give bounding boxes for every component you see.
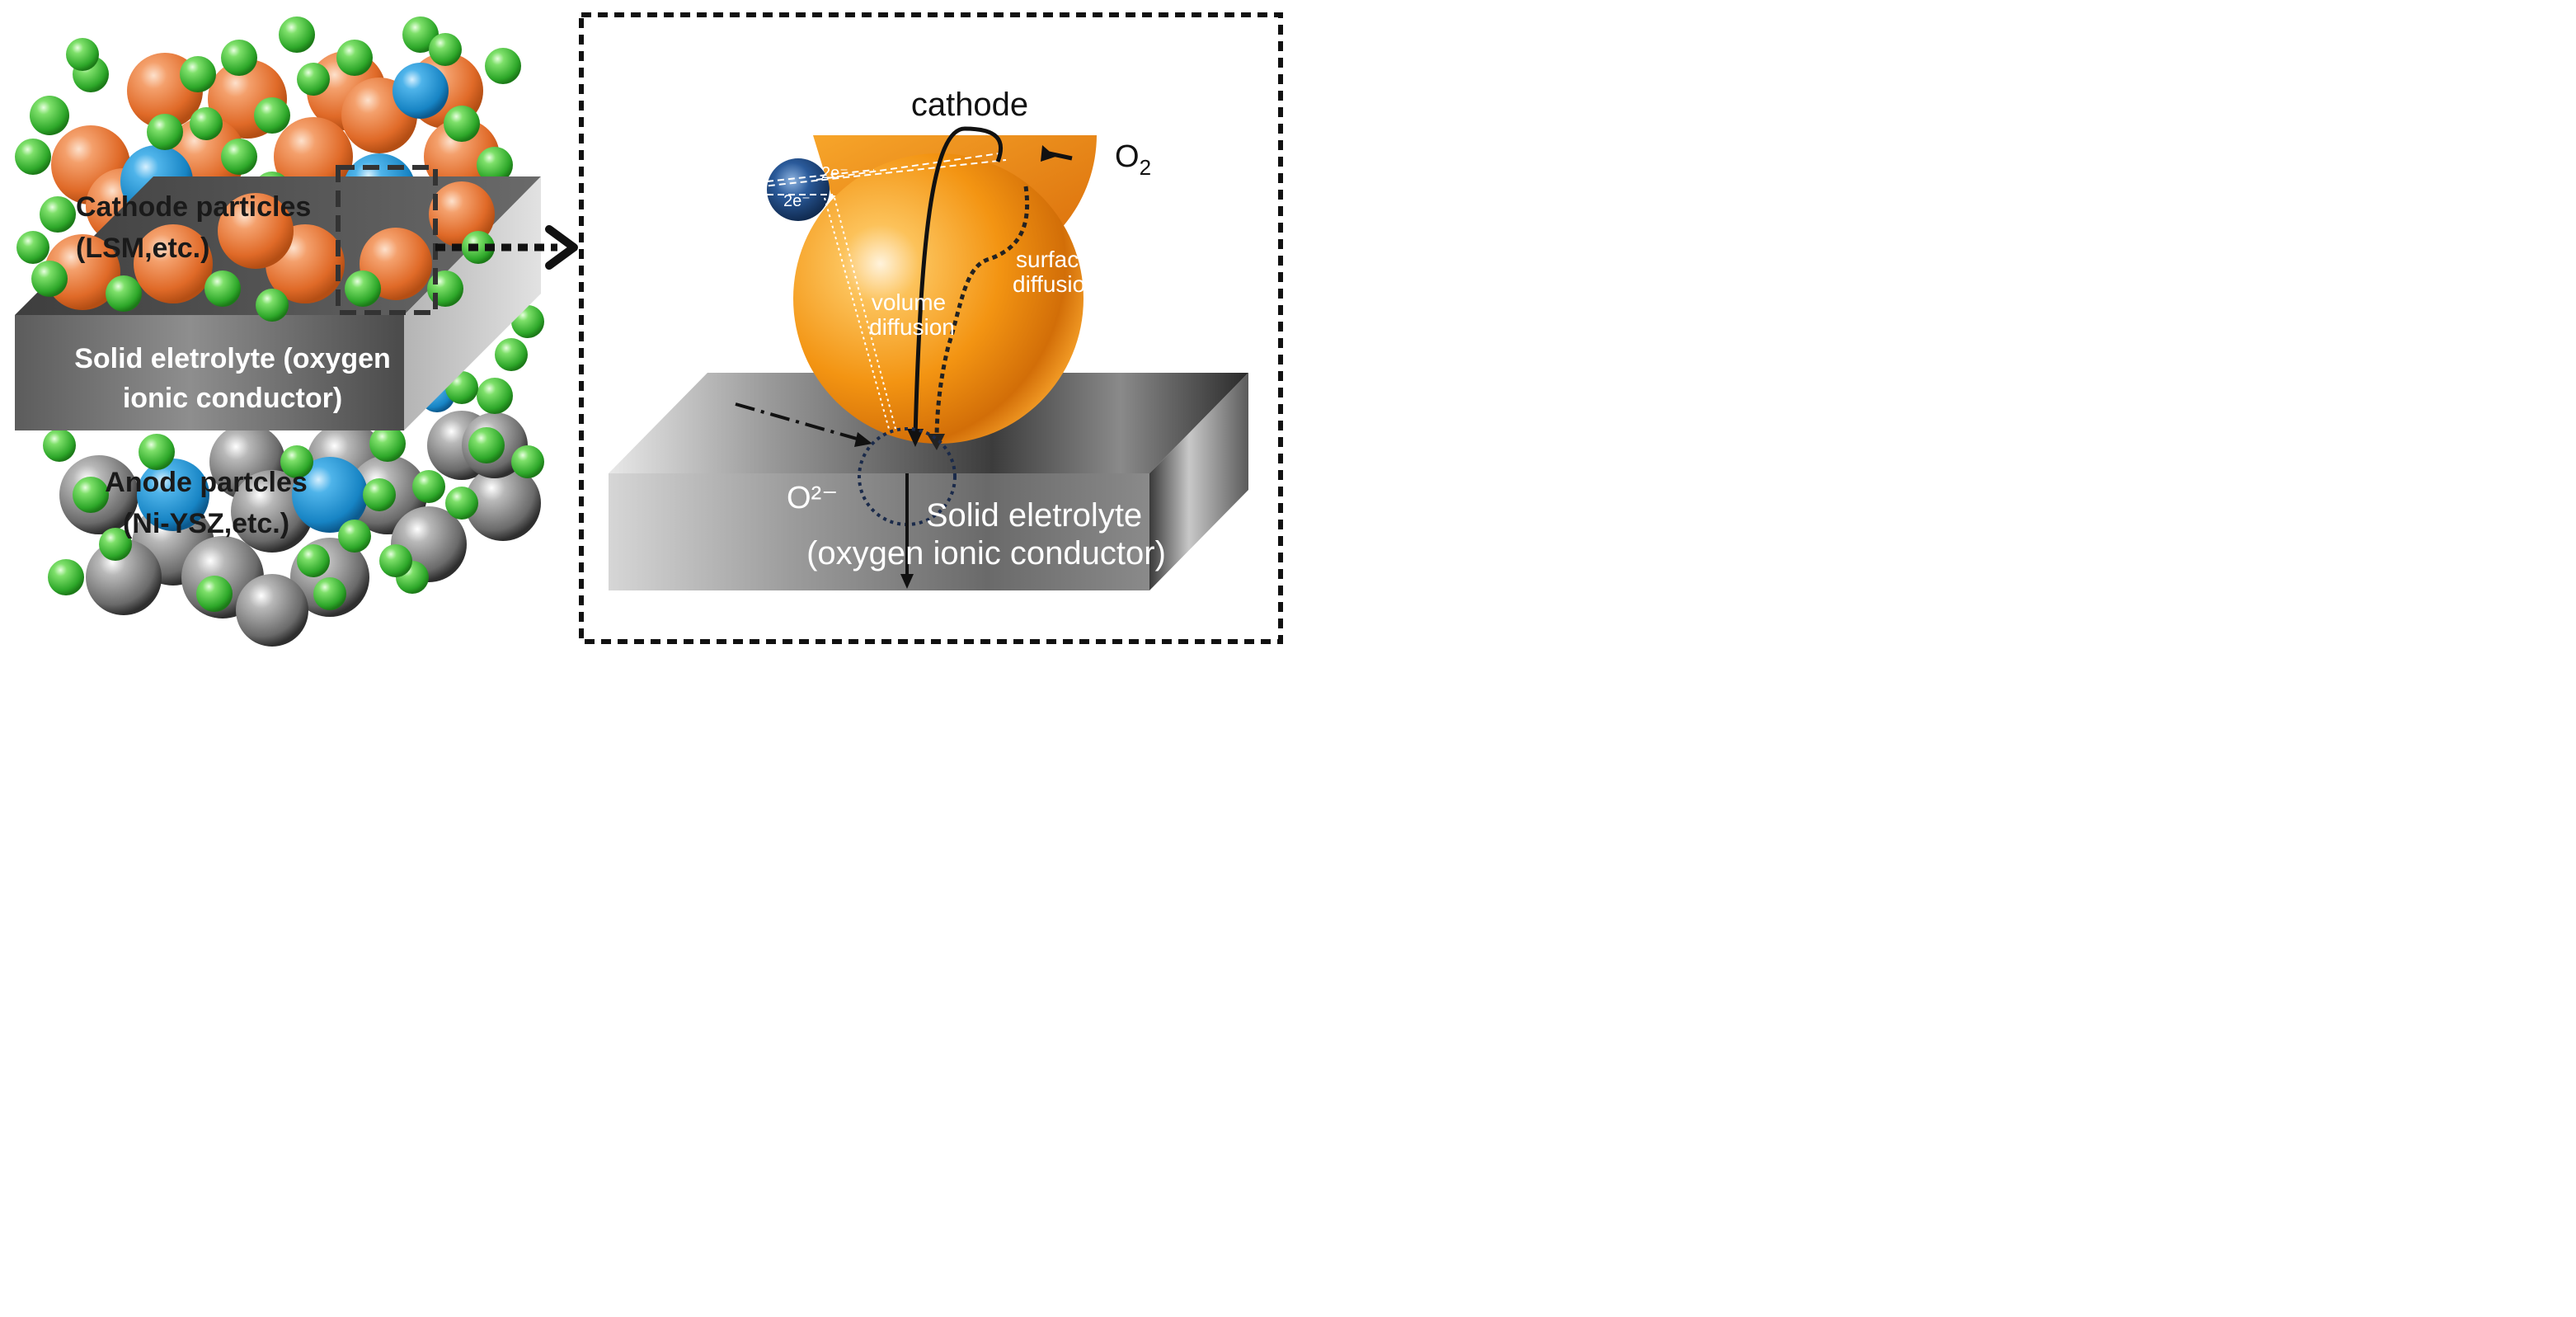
pore-particle — [338, 520, 371, 553]
pore-particle — [16, 231, 49, 264]
tpb-arrow-head — [854, 432, 872, 447]
cathode-particles-label-line1: Cathode particles — [76, 191, 311, 223]
pore-particle — [313, 577, 346, 610]
surface-arrow-head — [927, 434, 945, 450]
pore-particle — [30, 96, 69, 135]
anode-particle — [236, 574, 308, 647]
pore-particle — [345, 270, 381, 307]
pore-particle — [139, 434, 175, 470]
pore-particle — [297, 544, 330, 577]
electron-conductor-particle — [767, 158, 830, 221]
electrolyte-particle — [292, 457, 368, 533]
pore-particle — [147, 114, 183, 150]
pore-particle — [336, 40, 373, 76]
volume-diffusion-label-line2: diffusion — [869, 314, 955, 340]
pore-particle — [15, 139, 51, 175]
pore-particle — [40, 196, 76, 233]
zoom-electrolyte-label-line2: (oxygen ionic conductor) — [806, 535, 1166, 571]
pore-particle — [468, 427, 505, 463]
pore-particle — [43, 429, 76, 462]
tpb-dashdot-line — [735, 402, 863, 442]
pore-particle — [106, 275, 142, 312]
pore-particle — [254, 97, 290, 134]
pore-particle — [363, 478, 396, 511]
surface-diffusion-label-line1: surface — [1016, 247, 1092, 272]
pore-particle — [412, 470, 445, 503]
pore-particle — [427, 270, 463, 307]
zoom-frame — [579, 12, 1283, 644]
pore-particle — [180, 56, 216, 92]
oxide-ion-arrow-head — [900, 574, 914, 589]
right-panel-zoom: cathode O2 2e⁻ 2e⁻ surface diffusion vol… — [579, 12, 1283, 644]
pore-particle — [256, 289, 289, 322]
electrolyte-particle — [393, 63, 449, 119]
pore-particle — [280, 445, 313, 478]
pore-particle — [445, 487, 478, 520]
anode-particles-label-line1: Anode partcles — [105, 467, 308, 498]
slab-front-face — [15, 315, 404, 430]
zoom-slab-front — [609, 473, 1149, 590]
surface-diffusion-path — [934, 186, 1030, 441]
volume-arrow-head — [907, 429, 924, 447]
pore-particle — [429, 33, 462, 66]
electron-label-2: 2e⁻ — [783, 192, 811, 210]
surface-diffusion-label-line2: diffusion — [1013, 271, 1098, 297]
pore-particle — [379, 544, 412, 577]
cathode-pointer-curve — [913, 126, 1004, 438]
cathode-particle — [134, 224, 213, 303]
o2-label: O2 — [1115, 139, 1151, 180]
pore-particle — [31, 261, 68, 297]
pore-particle — [66, 38, 99, 71]
pore-particle — [495, 338, 528, 371]
pore-particle — [196, 576, 233, 612]
anode-particle — [465, 465, 541, 541]
pore-particle — [190, 107, 223, 140]
cathode-particles-label-line2: (LSM,etc.) — [76, 233, 209, 264]
cathode-particle — [45, 234, 120, 310]
pore-particle — [444, 106, 480, 142]
pore-particle — [204, 270, 241, 307]
o2-arrow-head — [1041, 145, 1055, 162]
cathode-front-particle-layer — [16, 181, 495, 322]
pore-particle — [511, 445, 544, 478]
zoom-slab-side — [1149, 373, 1248, 590]
pore-particle — [477, 378, 513, 414]
o2-arrow-shaft — [1048, 151, 1073, 161]
pore-particle — [477, 147, 513, 183]
anode-particle-layer — [43, 305, 544, 647]
pore-particle — [99, 528, 132, 561]
zoom-selection-box — [336, 165, 438, 315]
volume-diffusion-label-line1: volume — [872, 289, 946, 315]
pore-particle — [369, 426, 406, 462]
zoom-electrolyte-slab — [609, 373, 1248, 590]
pore-particle — [221, 139, 257, 175]
left-panel: Cathode particles (LSM,etc.) Solid eletr… — [15, 16, 544, 647]
electron-paths — [746, 153, 1007, 195]
pore-particle — [402, 16, 439, 53]
pore-particle — [221, 40, 257, 76]
slab-side-face — [404, 176, 541, 430]
anode-particle — [86, 539, 162, 615]
pore-particle — [48, 559, 84, 595]
left-electrolyte-label-line2: ionic conductor) — [123, 383, 342, 414]
electrolyte-particle — [137, 459, 209, 531]
pore-particle — [297, 63, 330, 96]
pore-particle — [485, 48, 521, 84]
zoom-cathode-particle[interactable] — [793, 153, 1084, 444]
electron-label-1: 2e⁻ — [821, 164, 848, 182]
zoom-electrolyte-label-line1: Solid eletrolyte — [926, 497, 1142, 534]
left-electrolyte-label-line1: Solid eletrolyte (oxygen — [74, 343, 391, 374]
cathode-label: cathode — [911, 87, 1028, 123]
pore-particle — [279, 16, 315, 53]
cathode-particle — [218, 193, 294, 269]
oxide-ion-label: O²⁻ — [787, 481, 838, 515]
zoom-connector-arrow — [435, 225, 578, 270]
pore-particle — [73, 477, 109, 513]
anode-particles-label-line2: (Ni-YSZ,etc.) — [123, 508, 289, 539]
